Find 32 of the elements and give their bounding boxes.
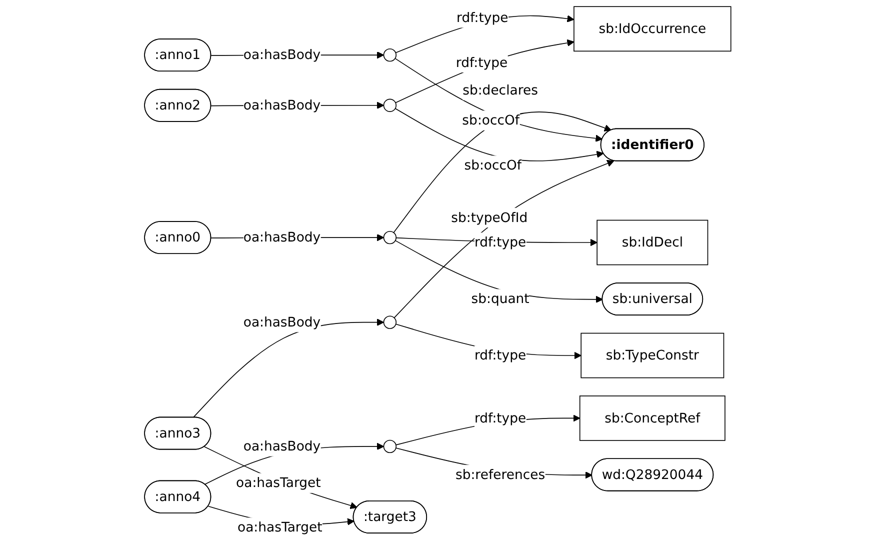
edge-label: oa:hasBody — [244, 314, 321, 330]
node-ellipse — [384, 230, 397, 244]
edge-label: sb:typeOfId — [451, 209, 528, 226]
edge-label: sb:occOf — [462, 112, 520, 128]
edge-label: oa:hasTarget — [238, 519, 323, 535]
edge-label: oa:hasBody — [244, 229, 321, 245]
arrow — [193, 318, 384, 418]
edge-label: oa:hasTarget — [236, 474, 322, 490]
node-box: sb:IdOccurrence — [574, 6, 732, 52]
node-ellipse — [384, 440, 397, 454]
node-box: sb:ConceptRef — [580, 396, 726, 441]
node-ellipse — [384, 98, 397, 112]
node-box: sb:IdDecl — [596, 220, 708, 266]
node-ellipse — [384, 316, 397, 329]
edge-label: sb:references — [456, 466, 546, 482]
edge-label: sb:occOf — [464, 157, 522, 173]
edge-label: rdf:type — [474, 410, 526, 426]
arrow — [395, 39, 575, 104]
edge-label: oa:hasBody — [244, 97, 321, 113]
arrow — [394, 58, 603, 142]
edge-label: rdf:type — [474, 234, 526, 250]
edge-label: sb:declares — [462, 82, 538, 98]
node-box: sb:TypeConstr — [580, 332, 724, 378]
edge-label: rdf:type — [456, 10, 509, 26]
arrow — [395, 108, 604, 162]
edge-label: sb:quant — [472, 290, 530, 306]
arrow — [204, 446, 358, 510]
node-ellipse — [384, 48, 397, 62]
edge-label: rdf:type — [456, 54, 508, 70]
edge-label: oa:hasBody — [244, 46, 321, 62]
edge-label: rdf:type — [474, 347, 526, 363]
edge-label: oa:hasBody — [244, 438, 321, 454]
